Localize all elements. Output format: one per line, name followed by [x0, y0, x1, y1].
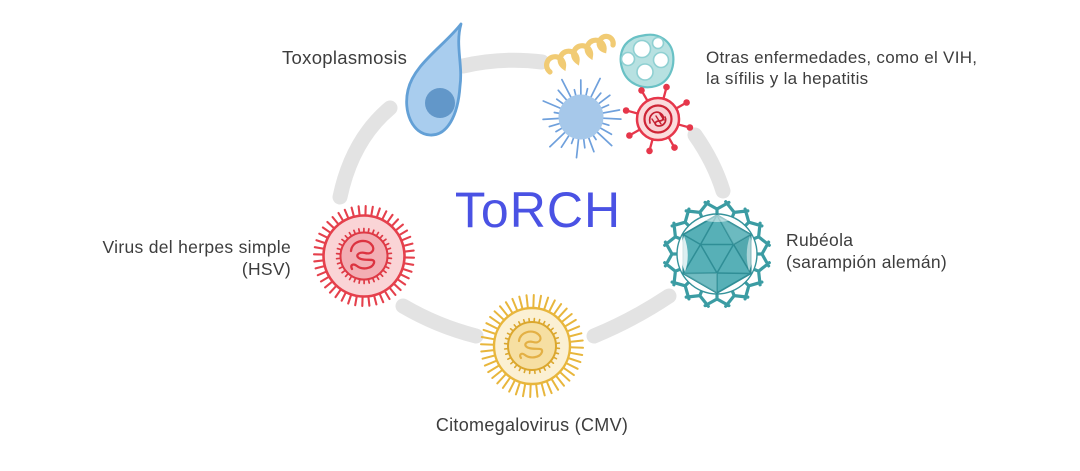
torch-title: ToRCH — [454, 182, 622, 238]
rubella-label: Rubéola (sarampión alemán) — [786, 230, 947, 273]
rubella-virus-icon — [663, 200, 771, 308]
cmv-genome-squiggle — [517, 330, 544, 360]
hsv-virus-icon — [312, 204, 416, 308]
red-virus-icon — [622, 83, 694, 155]
toxoplasma-parasite-icon — [405, 22, 463, 137]
cmv-virus-icon — [480, 294, 584, 398]
herpes-label: Virus del herpes simple (HSV) — [103, 237, 291, 280]
dashed-circle-arcs — [332, 52, 731, 344]
herpes-line1: Virus del herpes simple — [102, 237, 291, 257]
other-diseases-line1: Otras enfermedades, como el VIH, — [706, 48, 978, 67]
other-diseases-line2: la sífilis y la hepatitis — [706, 68, 869, 88]
capsid-virus-icon — [619, 33, 675, 89]
cmv-label: Citomegalovirus (CMV) — [435, 415, 629, 435]
rubella-line2: (sarampión alemán) — [786, 251, 948, 272]
spirochete-icon — [544, 33, 616, 75]
other-diseases-label: Otras enfermedades, como el VIH, la sífi… — [706, 48, 977, 89]
spiky-virus-icon — [542, 77, 622, 159]
herpes-line2: (HSV) — [241, 258, 291, 279]
toxoplasmosis-label: Toxoplasmosis — [282, 47, 408, 68]
toxoplasma-nucleus — [425, 88, 455, 118]
hsv-genome-squiggle — [349, 239, 376, 271]
rubella-line1: Rubéola — [786, 230, 854, 250]
